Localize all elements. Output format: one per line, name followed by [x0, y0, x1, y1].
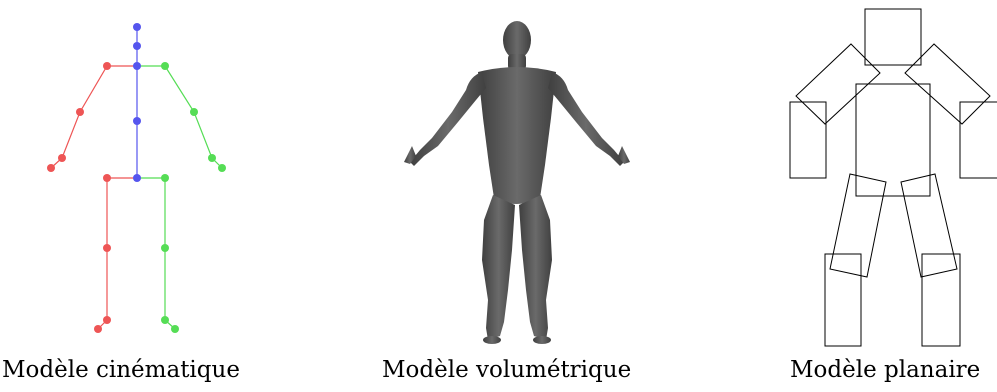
mesh-left-leg	[519, 195, 552, 340]
planar-right-forearm	[790, 102, 826, 178]
planar-head	[865, 9, 921, 65]
left-joints	[161, 62, 226, 333]
planar-right-thigh	[830, 174, 886, 277]
planar-left-forearm	[960, 102, 997, 178]
right-arm-chain	[51, 66, 137, 168]
planar-left-upper-arm	[905, 44, 990, 124]
volumetric-model	[404, 21, 630, 344]
mesh-right-arm	[410, 72, 486, 166]
planar-model	[790, 9, 997, 346]
planar-left-thigh	[901, 174, 957, 277]
kinematic-model	[47, 23, 226, 333]
left-arm-chain	[137, 66, 222, 168]
caption-planar-model: Modèle planaire	[790, 355, 980, 385]
mesh-torso	[478, 67, 556, 204]
planar-left-shin	[922, 254, 960, 346]
caption-kinematic-model: Modèle cinématique	[2, 355, 240, 385]
caption-volumetric-model: Modèle volumétrique	[382, 355, 631, 385]
right-leg-chain	[98, 178, 137, 329]
mesh-left-arm	[548, 72, 624, 166]
left-leg-chain	[137, 178, 175, 329]
mesh-right-leg	[482, 195, 515, 340]
planar-torso	[856, 84, 930, 196]
mesh-left-foot	[533, 336, 551, 344]
mesh-right-foot	[483, 336, 501, 344]
right-joints	[47, 62, 111, 333]
mesh-head	[503, 21, 531, 59]
